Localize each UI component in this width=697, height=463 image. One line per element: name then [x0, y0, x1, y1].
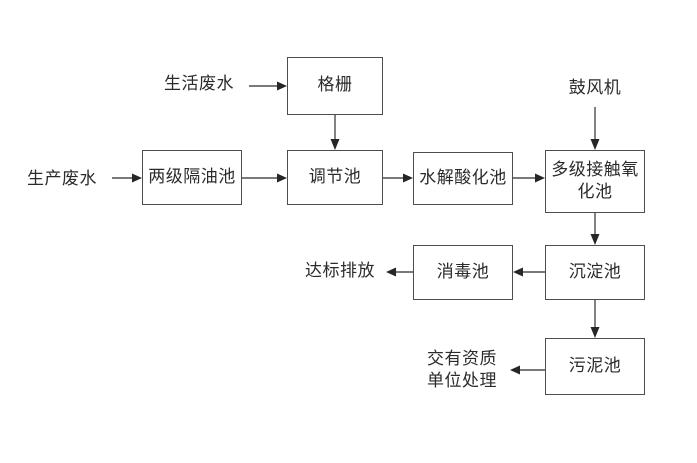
node-grille-label: 格栅: [317, 75, 353, 96]
edge-hydrolysis-to-oxidation: [513, 173, 545, 183]
node-oil-separator[interactable]: 两级隔油池: [142, 150, 242, 205]
edge-production-to-oil-separator: [112, 173, 142, 183]
label-domestic-wastewater: 生活废水: [164, 73, 234, 94]
node-hydrolysis-acidification[interactable]: 水解酸化池: [413, 152, 513, 205]
edge-grille-to-regulating: [330, 115, 340, 150]
node-contact-oxidation-label: 多级接触氧 化池: [551, 159, 639, 202]
node-regulating-tank[interactable]: 调节池: [287, 150, 383, 205]
node-sludge-tank-label: 污泥池: [568, 355, 622, 376]
node-disinfection-tank-label: 消毒池: [436, 261, 490, 282]
edge-sedimentation-to-disinfection: [513, 267, 545, 277]
label-standard-discharge: 达标排放: [305, 260, 375, 281]
node-sludge-tank[interactable]: 污泥池: [545, 338, 645, 395]
edge-domestic-to-grille: [249, 81, 287, 91]
edge-sludge-to-qualified-unit: [510, 365, 545, 375]
label-production-wastewater: 生产废水: [27, 168, 97, 189]
node-hydrolysis-acidification-label: 水解酸化池: [419, 167, 507, 188]
label-qualified-unit-treatment: 交有资质 单位处理: [427, 348, 497, 391]
edge-oxidation-to-sedimentation: [590, 213, 600, 245]
node-sedimentation-tank[interactable]: 沉淀池: [545, 245, 645, 300]
node-grille[interactable]: 格栅: [287, 57, 383, 115]
node-contact-oxidation[interactable]: 多级接触氧 化池: [545, 150, 645, 213]
edge-disinfection-to-discharge: [386, 267, 413, 277]
node-disinfection-tank[interactable]: 消毒池: [413, 245, 513, 300]
node-regulating-tank-label: 调节池: [308, 166, 362, 187]
node-oil-separator-label: 两级隔油池: [148, 166, 236, 187]
edge-blower-to-oxidation: [590, 107, 600, 150]
edge-sedimentation-to-sludge: [590, 300, 600, 338]
edge-oil-separator-to-regulating: [242, 173, 287, 183]
node-sedimentation-tank-label: 沉淀池: [568, 261, 622, 282]
label-blower: 鼓风机: [568, 77, 622, 98]
